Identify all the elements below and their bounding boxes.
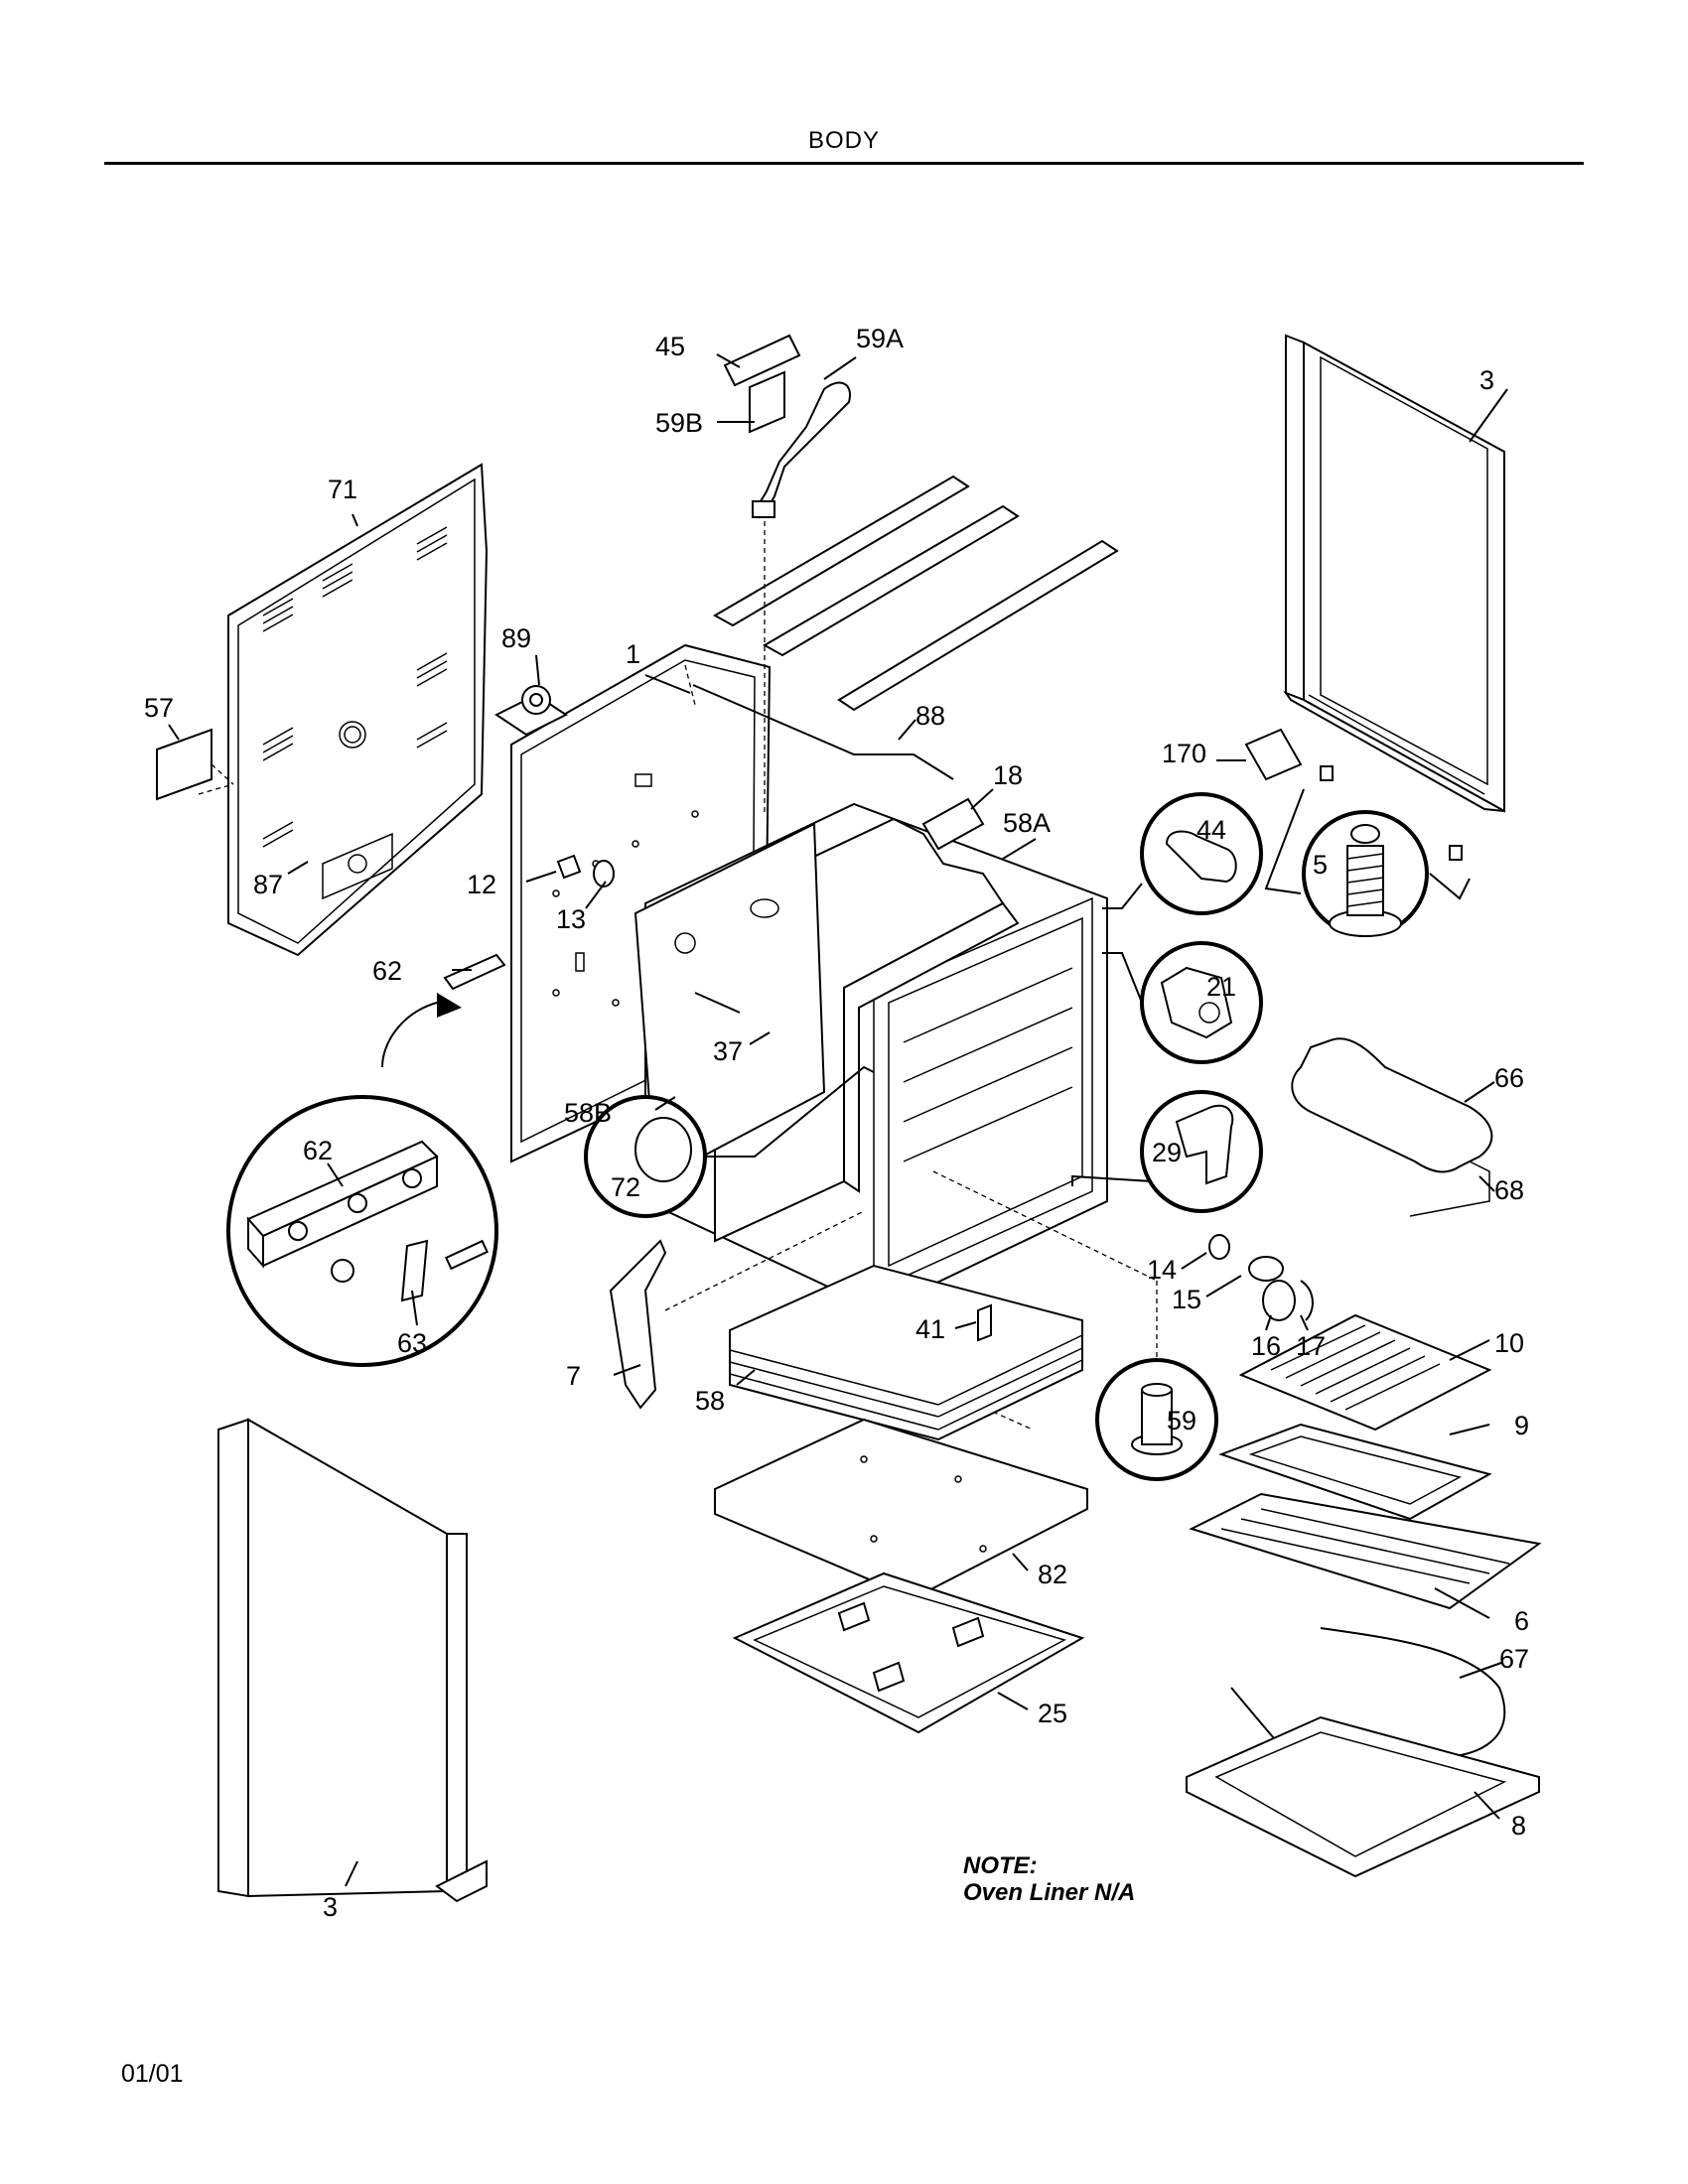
- hinge: [609, 1239, 667, 1410]
- callout-63: 63: [397, 1328, 427, 1358]
- callout-66: 66: [1494, 1063, 1524, 1093]
- callout-14: 14: [1147, 1255, 1177, 1285]
- callout-59A: 59A: [856, 324, 904, 353]
- rod: [692, 684, 954, 780]
- callout-10: 10: [1494, 1328, 1524, 1358]
- terminal-block: [443, 953, 506, 991]
- callout-29: 29: [1152, 1138, 1182, 1167]
- broil-pan-insert: [1238, 1313, 1492, 1432]
- bottom-panel: [714, 1418, 1088, 1600]
- callout-25: 25: [1038, 1699, 1067, 1728]
- terminal-block-detail: [246, 1140, 489, 1302]
- zoom-arrow: [381, 1002, 438, 1068]
- callout-18: 18: [993, 760, 1023, 790]
- knob-icon: [1165, 830, 1237, 884]
- callout-59: 59: [1167, 1406, 1196, 1435]
- callout-21: 21: [1206, 972, 1236, 1002]
- callout-45: 45: [655, 332, 685, 361]
- storage-drawer: [1186, 1715, 1540, 1878]
- screw: [1320, 765, 1334, 781]
- callout-labels: 45 59A 59B 71 3 89 1 88 57 170 18 58A 44…: [144, 324, 1529, 1922]
- vent-assembly: [723, 334, 851, 518]
- duct-icon: [1131, 1383, 1183, 1455]
- callout-16: 16: [1251, 1331, 1281, 1361]
- callout-12: 12: [467, 870, 496, 899]
- oven-bottom-stack: [729, 1264, 1083, 1441]
- callout-82: 82: [1038, 1560, 1067, 1589]
- callout-170: 170: [1162, 739, 1206, 768]
- leveling-leg-icon: [1329, 824, 1402, 937]
- callout-9: 9: [1514, 1411, 1529, 1440]
- lamp-socket: [1208, 1234, 1230, 1260]
- bracket: [156, 728, 212, 801]
- lamp-wire: [1300, 1280, 1314, 1321]
- callout-58A: 58A: [1003, 808, 1051, 838]
- footer-date: 01/01: [121, 2060, 184, 2088]
- callout-58B: 58B: [564, 1098, 612, 1128]
- callout-connectors: [705, 788, 1471, 1186]
- lamp-cover: [1262, 1280, 1296, 1321]
- page-title: BODY: [807, 127, 880, 154]
- callout-72: 72: [611, 1172, 640, 1202]
- callout-41: 41: [915, 1314, 945, 1344]
- note-heading: NOTE:: [963, 1852, 1038, 1879]
- callout-62-top: 62: [372, 956, 402, 986]
- broil-pan: [1218, 1423, 1492, 1521]
- callout-37: 37: [713, 1036, 743, 1066]
- rear-panel: [227, 463, 489, 957]
- latch: [921, 797, 985, 851]
- callout-58: 58: [695, 1386, 725, 1416]
- callout-71: 71: [328, 475, 357, 504]
- arrow-head: [437, 993, 462, 1018]
- leg-bracket: [1244, 728, 1303, 781]
- callout-68: 68: [1494, 1175, 1524, 1205]
- bumper-icon: [634, 1117, 692, 1182]
- callout-62-circle: 62: [303, 1136, 333, 1165]
- note-text: Oven Liner N/A: [963, 1879, 1136, 1906]
- lamp-bulb: [1248, 1256, 1284, 1282]
- callout-88: 88: [915, 701, 945, 731]
- callout-59B: 59B: [655, 408, 703, 438]
- callout-15: 15: [1172, 1285, 1201, 1314]
- callout-57: 57: [144, 693, 174, 723]
- rack-support-icon: [1175, 1104, 1234, 1185]
- callout-6: 6: [1514, 1606, 1529, 1636]
- callout-87: 87: [253, 870, 283, 899]
- callout-13: 13: [556, 904, 586, 934]
- callout-1: 1: [626, 639, 640, 669]
- callout-8: 8: [1511, 1811, 1526, 1841]
- side-panel-left: [217, 1418, 488, 1903]
- top-rails: [712, 475, 1119, 712]
- note: NOTE: Oven Liner N/A: [963, 1852, 1135, 1906]
- drawer-base: [732, 1571, 1085, 1734]
- screw: [1449, 845, 1463, 861]
- callout-44: 44: [1196, 815, 1226, 845]
- broil-element: [1291, 1037, 1493, 1173]
- title-rule: [104, 162, 1584, 165]
- clip-icon: [1160, 966, 1233, 1039]
- side-panel-right: [1283, 334, 1505, 813]
- callout-3-bottom: 3: [323, 1892, 338, 1922]
- element-clip: [694, 992, 741, 1014]
- oven-insulation: [633, 817, 1020, 1243]
- oven-rack: [1189, 1492, 1542, 1610]
- bracket-small: [977, 1303, 992, 1342]
- callout-17: 17: [1296, 1331, 1326, 1361]
- leader-lines: [168, 353, 1508, 1887]
- callout-3-top: 3: [1479, 365, 1494, 395]
- callout-7: 7: [566, 1361, 581, 1391]
- callout-5: 5: [1313, 850, 1328, 880]
- callout-67: 67: [1499, 1644, 1529, 1674]
- callout-89: 89: [501, 623, 531, 653]
